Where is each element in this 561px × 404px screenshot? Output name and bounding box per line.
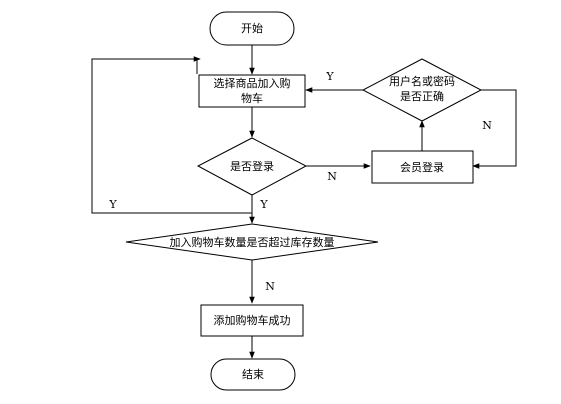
select-product-label-line1: 选择商品加入购 [214,76,291,90]
member-login-label: 会员登录 [400,160,444,174]
start-label: 开始 [241,21,263,35]
edge-label-credentials-no: N [482,119,492,132]
edge-label-stock-no: N [265,280,275,293]
start-terminal [209,11,295,46]
credentials-label-line2: 是否正确 [400,90,444,103]
login-check-decision [196,137,308,196]
select-product-process [198,74,306,108]
end-label: 结束 [242,368,264,381]
member-login-process [371,150,474,184]
stock-check-label: 加入购物车数量是否超过库存数量 [170,235,335,249]
edge-stock-back-to-select [91,58,252,214]
add-success-process [200,304,304,337]
credentials-check-decision [361,58,483,122]
add-success-label: 添加购物车成功 [214,313,291,327]
edge-label-credentials-yes: Y [325,70,334,83]
credentials-label-line1: 用户名或密码 [389,74,455,88]
edge-label-login-no: N [327,170,337,183]
login-check-label: 是否登录 [230,159,274,173]
end-terminal [210,358,296,391]
stock-check-decision [125,223,379,261]
edge-credentials-retry-loop [472,89,517,169]
select-product-label-line2: 物车 [241,91,263,105]
edge-label-stock-yes: Y [108,198,117,211]
edge-label-login-yes: Y [259,198,268,211]
